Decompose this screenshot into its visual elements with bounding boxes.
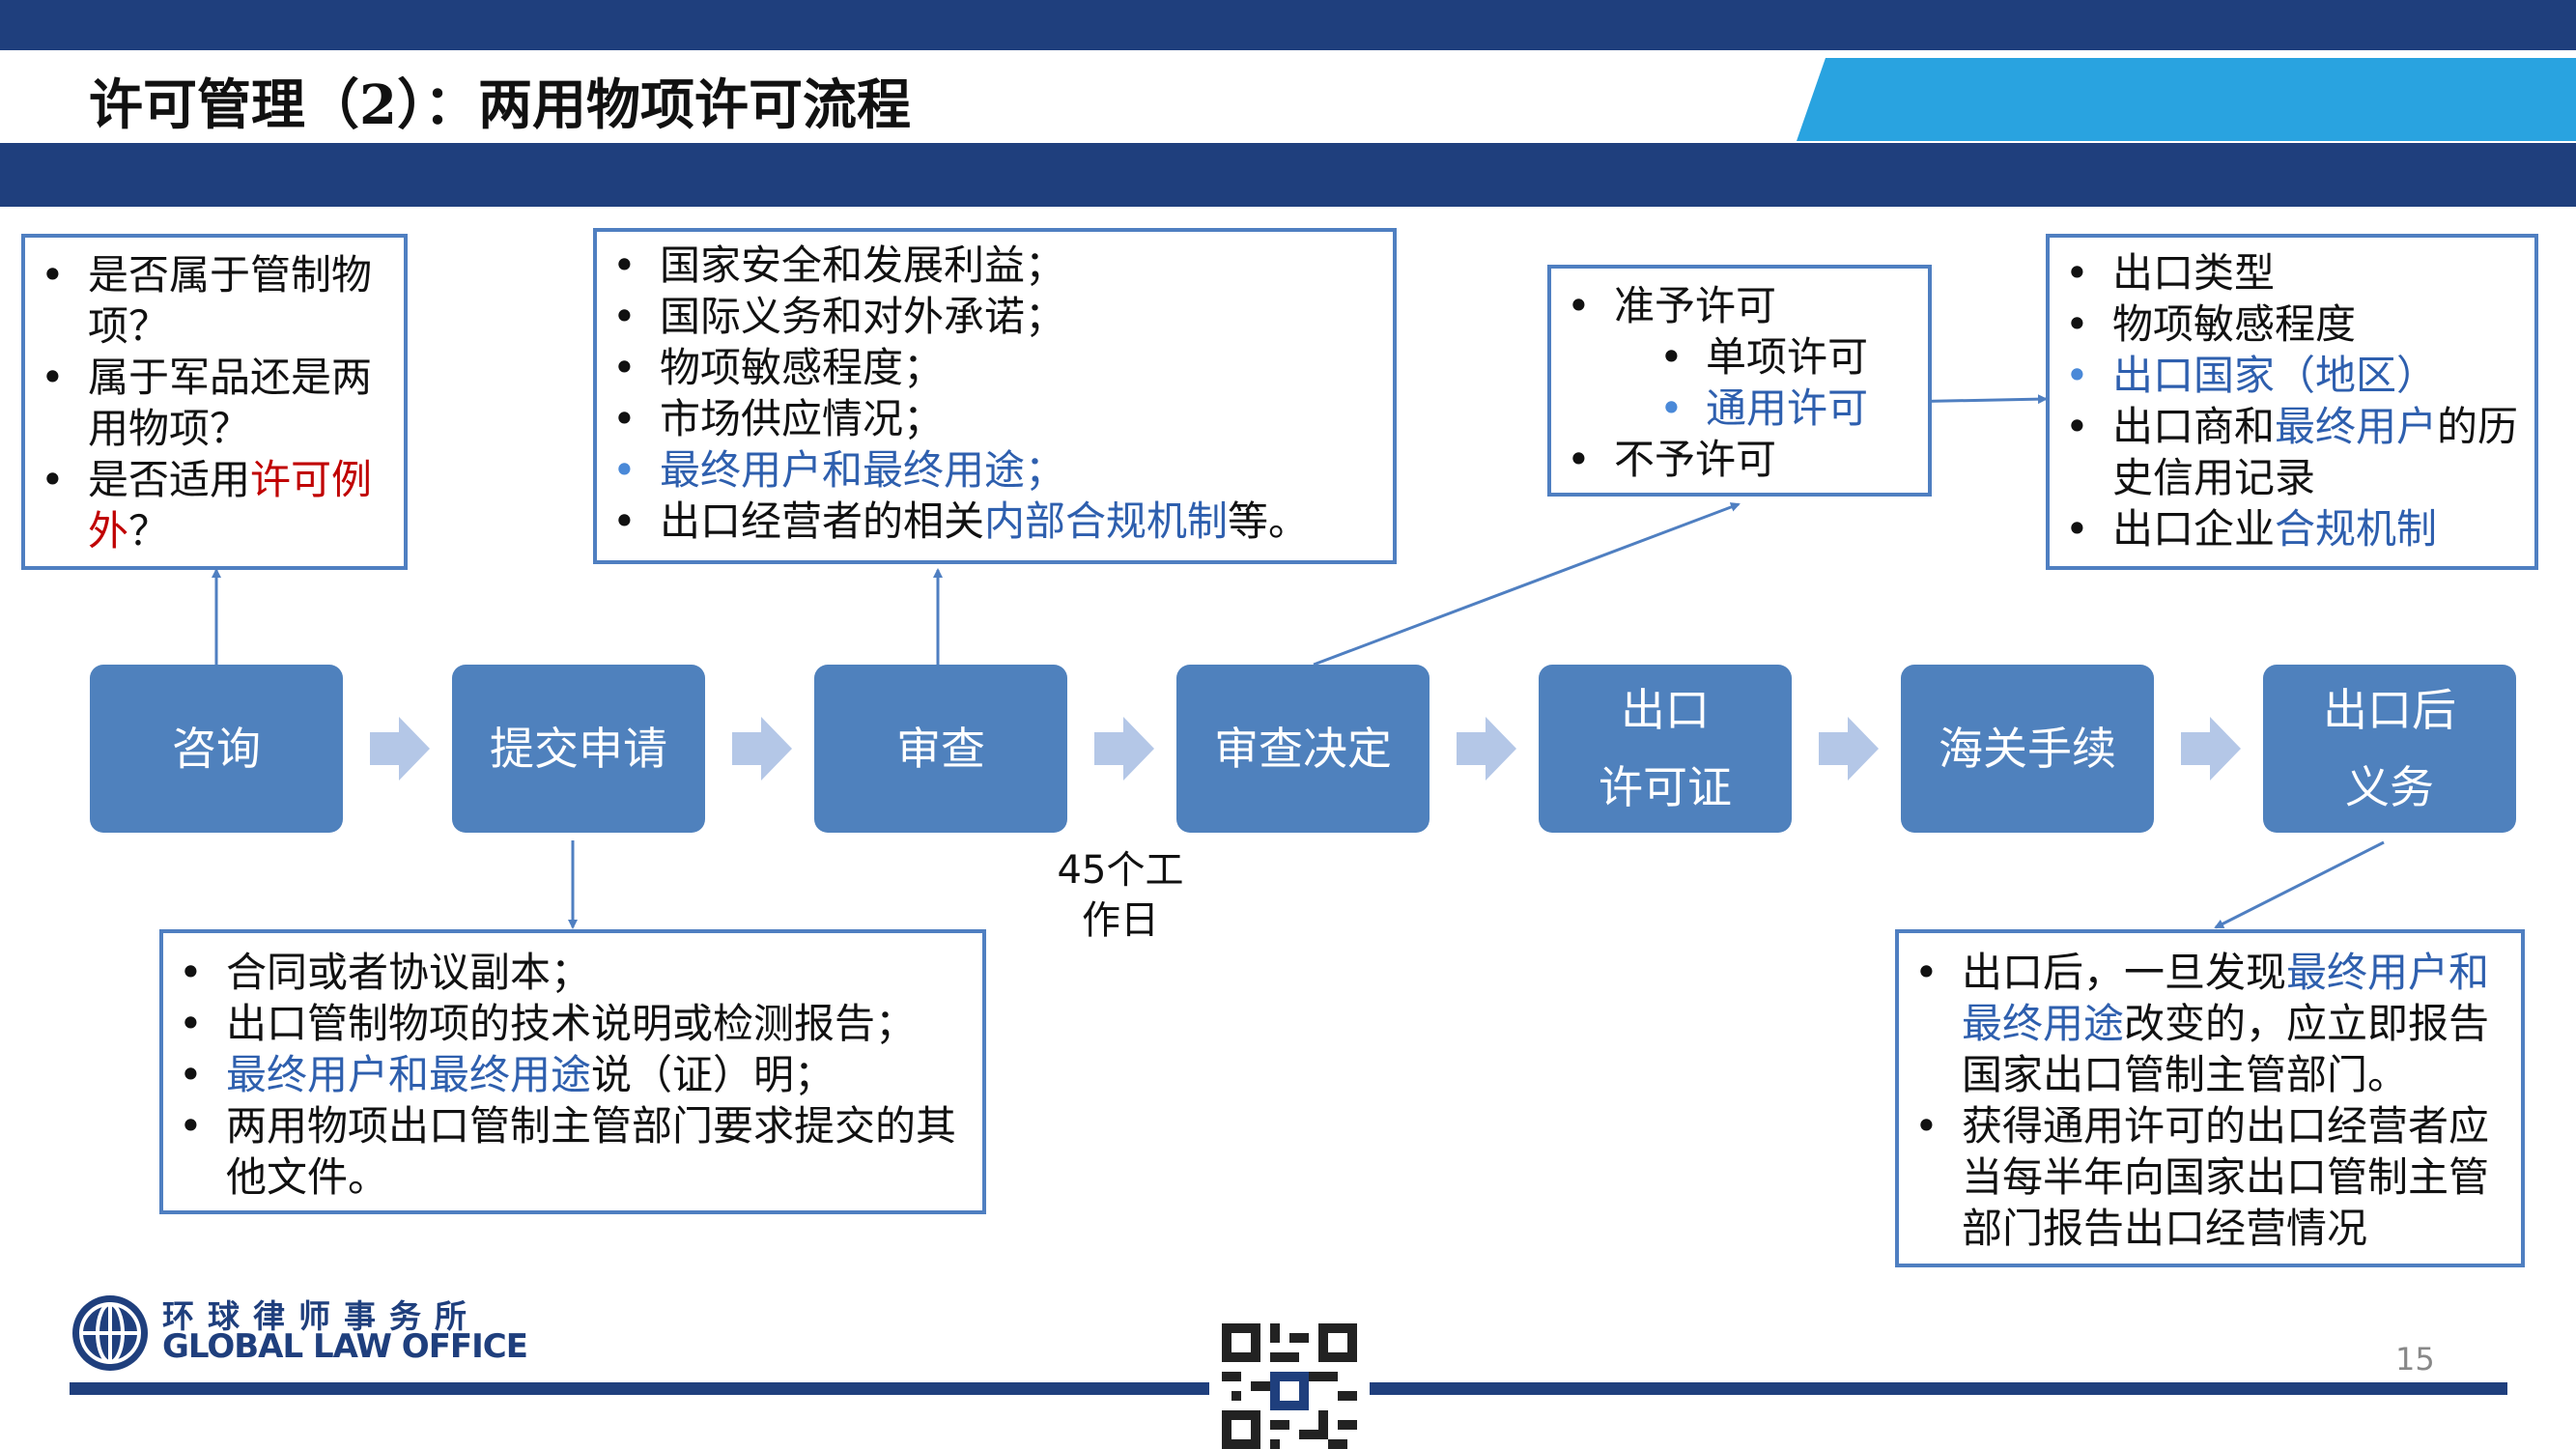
submit-box: 合同或者协议副本； 出口管制物项的技术说明或检测报告； 最终用户和最终用途说（证… [159, 929, 986, 1214]
step-review: 审查 [814, 665, 1067, 833]
review-item-1: 国家安全和发展利益； [597, 240, 1393, 291]
page-title: 许可管理（2）：两用物项许可流程 [89, 73, 911, 137]
post-connector [2214, 840, 2385, 929]
decision-grant: 准予许可 [1551, 280, 1928, 331]
page-number: 15 [2395, 1341, 2435, 1378]
review-item-3: 物项敏感程度； [597, 342, 1393, 393]
step-arrow-3 [1094, 717, 1154, 781]
step-arrow-4 [1457, 717, 1516, 781]
post-export-box: 出口后，一旦发现最终用户和最终用途改变的，应立即报告国家出口管制主管部门。 获得… [1895, 929, 2525, 1267]
step-post-export: 出口后 义务 [2263, 665, 2516, 833]
general-item-5: 出口企业合规机制 [2050, 503, 2534, 554]
step-customs: 海关手续 [1901, 665, 2154, 833]
general-license-box: 出口类型 物项敏感程度 出口国家（地区） 出口商和最终用户的历史信用记录 出口企… [2046, 234, 2538, 570]
decision-deny: 不予许可 [1551, 434, 1928, 485]
qr-code-icon [1222, 1323, 1357, 1449]
review-box: 国家安全和发展利益； 国际义务和对外承诺； 物项敏感程度； 市场供应情况； 最终… [593, 228, 1397, 564]
submit-item-4: 两用物项出口管制主管部门要求提交的其他文件。 [163, 1100, 982, 1203]
review-item-6: 出口经营者的相关内部合规机制等。 [597, 496, 1393, 547]
logo-english-name: GLOBAL LAW OFFICE [162, 1327, 528, 1366]
post-item-2: 获得通用许可的出口经营者应当每半年向国家出口管制主管部门报告出口经营情况 [1899, 1100, 2521, 1254]
decision-box: 准予许可 单项许可 通用许可 不予许可 [1547, 265, 1932, 497]
step-consult: 咨询 [90, 665, 343, 833]
general-item-2: 物项敏感程度 [2050, 298, 2534, 350]
globe-logo-icon [72, 1295, 148, 1371]
review-duration-note: 45个工作日 [1057, 848, 1184, 943]
license-exception-text: 许可例外 [88, 456, 373, 554]
step-arrow-2 [732, 717, 792, 781]
general-item-4: 出口商和最终用户的历史信用记录 [2050, 401, 2534, 503]
decision-connector [1313, 502, 1741, 667]
consult-item-1: 是否属于管制物项？ [25, 249, 404, 352]
step-arrow-5 [1819, 717, 1879, 781]
footer-line-right [1370, 1382, 2507, 1395]
header-bottom-band [0, 143, 2576, 207]
review-item-2: 国际义务和对外承诺； [597, 291, 1393, 342]
decision-general: 通用许可 [1551, 383, 1928, 434]
post-item-1: 出口后，一旦发现最终用户和最终用途改变的，应立即报告国家出口管制主管部门。 [1899, 947, 2521, 1100]
step-submit: 提交申请 [452, 665, 705, 833]
submit-item-1: 合同或者协议副本； [163, 947, 982, 998]
title-accent-band [1797, 58, 2576, 141]
footer-line-left [70, 1382, 1209, 1395]
consult-item-3: 是否适用许可例外？ [25, 454, 404, 556]
consult-item-2: 属于军品还是两用物项？ [25, 352, 404, 454]
decision-single: 单项许可 [1551, 331, 1928, 383]
step-export-license: 出口 许可证 [1539, 665, 1792, 833]
header-top-band [0, 0, 2576, 50]
submit-item-2: 出口管制物项的技术说明或检测报告； [163, 998, 982, 1049]
step-arrow-1 [370, 717, 430, 781]
step-arrow-6 [2181, 717, 2241, 781]
logo-chinese-name: 环球律师事务所 [162, 1297, 480, 1335]
general-item-3: 出口国家（地区） [2050, 350, 2534, 401]
consult-box: 是否属于管制物项？ 属于军品还是两用物项？ 是否适用许可例外？ [21, 234, 408, 570]
general-item-1: 出口类型 [2050, 247, 2534, 298]
review-item-5: 最终用户和最终用途； [597, 444, 1393, 496]
review-item-4: 市场供应情况； [597, 393, 1393, 444]
step-decision: 审查决定 [1176, 665, 1430, 833]
submit-item-3: 最终用户和最终用途说（证）明； [163, 1049, 982, 1100]
